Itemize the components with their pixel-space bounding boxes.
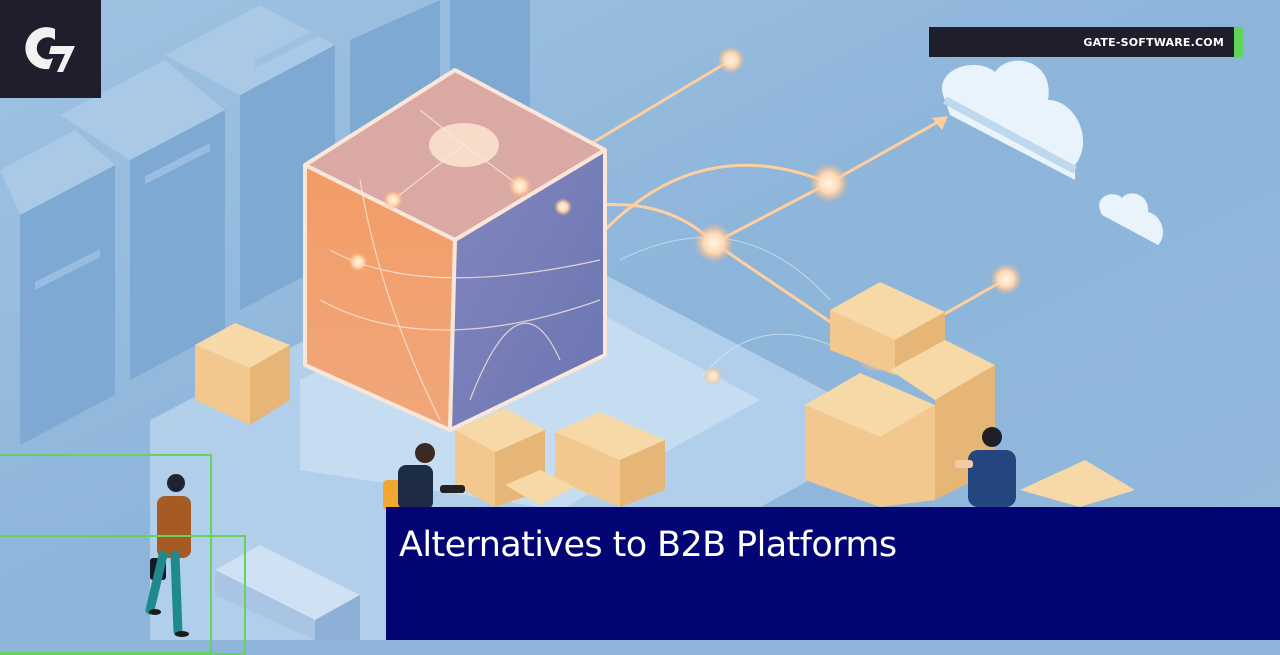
site-url-text: GATE-SOFTWARE.COM <box>1083 35 1224 49</box>
page-title: Alternatives to B2B Platforms <box>399 525 897 565</box>
step-blocks <box>215 545 360 640</box>
brand-logo[interactable] <box>0 0 101 98</box>
cardboard-boxes <box>195 282 1135 507</box>
person-man-scanning <box>383 443 465 510</box>
arrow-icon <box>932 116 948 130</box>
url-accent-bar <box>1234 27 1243 57</box>
person-man-suit <box>955 427 1016 507</box>
hero-illustration <box>0 0 1280 640</box>
site-url-badge[interactable]: GATE-SOFTWARE.COM <box>929 27 1234 57</box>
central-cube <box>303 68 607 432</box>
cloud-large <box>941 60 1084 180</box>
highlight-frame <box>0 535 246 655</box>
title-panel: Alternatives to B2B Platforms <box>386 507 1280 640</box>
person-woman-walking <box>145 474 191 637</box>
gate-software-g-logo-icon <box>24 27 75 72</box>
cloud-small <box>1099 193 1163 245</box>
